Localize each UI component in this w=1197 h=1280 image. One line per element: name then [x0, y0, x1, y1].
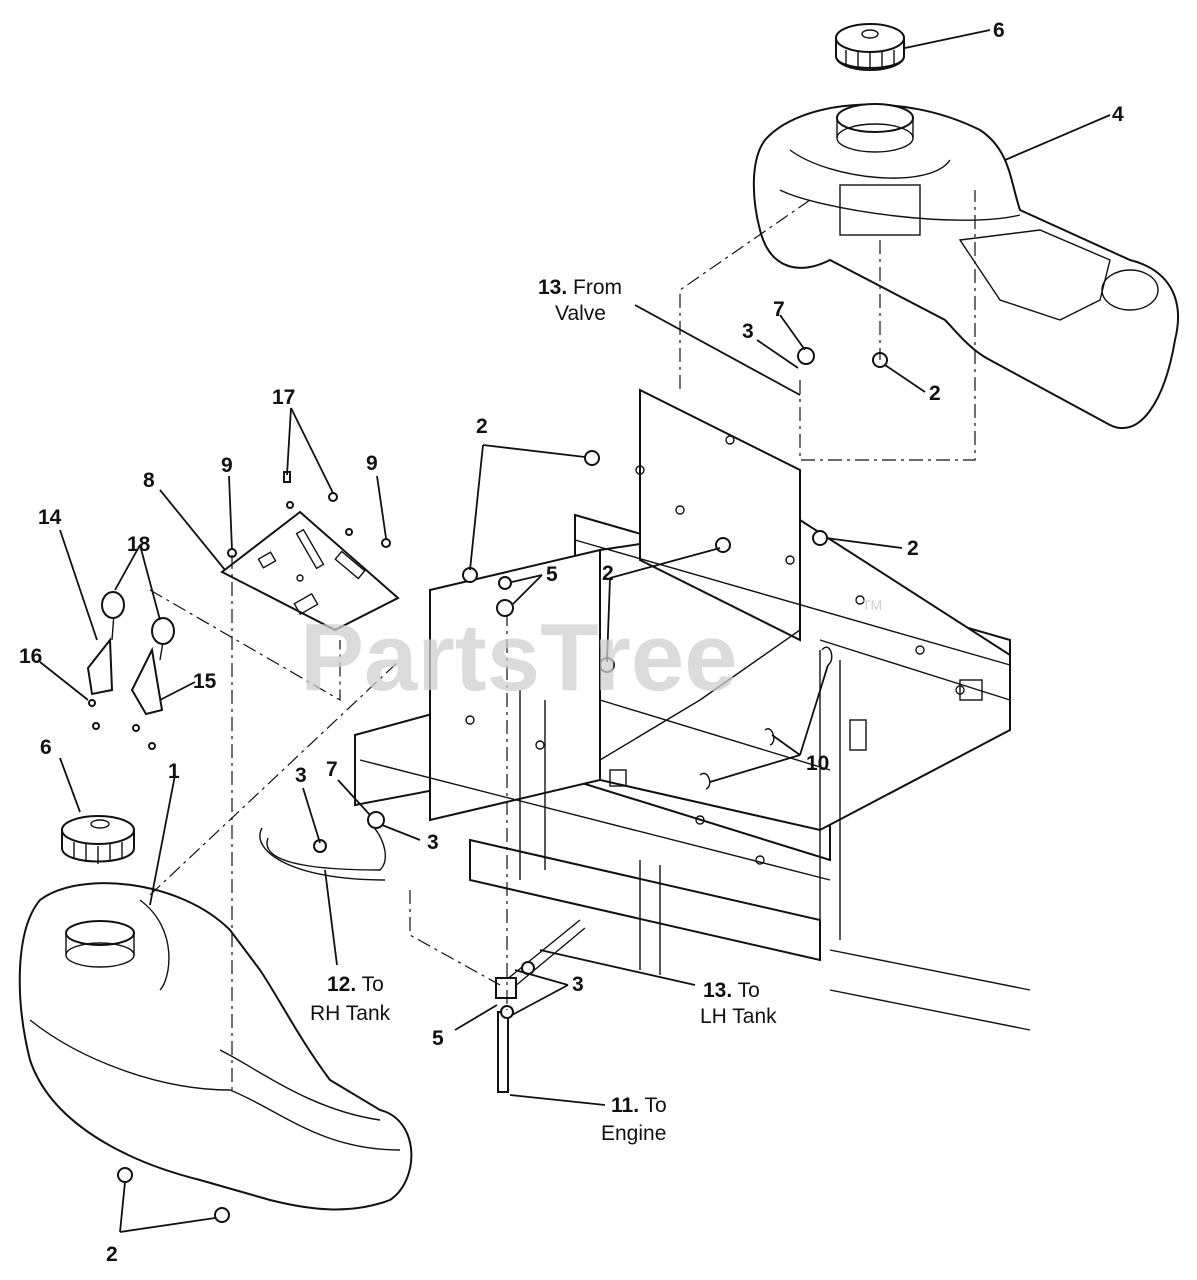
callout-13-from-valve: 13. From [538, 276, 622, 299]
callout-5-valve: 5 [432, 1027, 444, 1050]
callout-3-hose-right: 3 [427, 831, 439, 854]
callout-1: 1 [168, 760, 180, 783]
lh-fuel-tank [18, 882, 413, 1223]
callout-15: 15 [193, 670, 217, 693]
callout-9-right: 9 [366, 452, 378, 475]
rh-fuel-tank [752, 103, 1179, 430]
fuel-hoses [259, 347, 815, 1093]
watermark: PartsTree [300, 604, 738, 711]
leader-lines [39, 29, 1111, 1233]
callout-10: 10 [806, 752, 829, 775]
callout-12-line2: RH Tank [310, 1002, 391, 1025]
callout-3-top: 3 [742, 320, 754, 343]
callout-13-from-valve-line2: Valve [555, 302, 606, 325]
callout-11-to-engine: 11. To [611, 1094, 667, 1117]
callout-17: 17 [272, 386, 295, 409]
callout-2-tank-top: 2 [929, 382, 941, 405]
chassis-frame [354, 388, 1031, 1031]
callout-2-bottom: 2 [106, 1243, 118, 1266]
control-levers [86, 591, 175, 750]
callout-18: 18 [127, 533, 151, 556]
callout-14: 14 [38, 506, 62, 529]
callout-3-valve: 3 [572, 973, 584, 996]
callout-4: 4 [1112, 103, 1124, 126]
callout-5-top: 5 [546, 563, 558, 586]
callout-2-frame-right: 2 [907, 537, 919, 560]
callout-9-left: 9 [221, 454, 233, 477]
callouts: 6 4 13. From Valve 7 3 2 17 9 9 8 2 14 1… [19, 19, 1124, 1266]
callout-12-to-rh-tank: 12. To [327, 973, 384, 996]
callout-6-top: 6 [993, 19, 1005, 42]
callout-2-frame-mid: 2 [602, 562, 614, 585]
hardware [462, 450, 833, 790]
callout-2-frame-top: 2 [476, 415, 488, 438]
callout-3-hose-left: 3 [295, 764, 307, 787]
callout-6-bottom: 6 [40, 736, 52, 759]
assembly-lines [149, 190, 976, 1090]
callout-7-bottom: 7 [326, 758, 338, 781]
mounting-plate [220, 471, 400, 632]
callout-16: 16 [19, 645, 42, 668]
callout-7-top: 7 [773, 298, 785, 321]
callout-8: 8 [143, 469, 155, 492]
fuel-cap-bottom [61, 815, 135, 864]
fuel-cap-top [835, 23, 905, 71]
callout-11-line2: Engine [601, 1122, 666, 1145]
watermark-tm: TM [862, 597, 882, 613]
callout-13-to-lh-tank-line2: LH Tank [700, 1005, 777, 1028]
callout-13-to-lh-tank: 13. To [703, 979, 760, 1002]
